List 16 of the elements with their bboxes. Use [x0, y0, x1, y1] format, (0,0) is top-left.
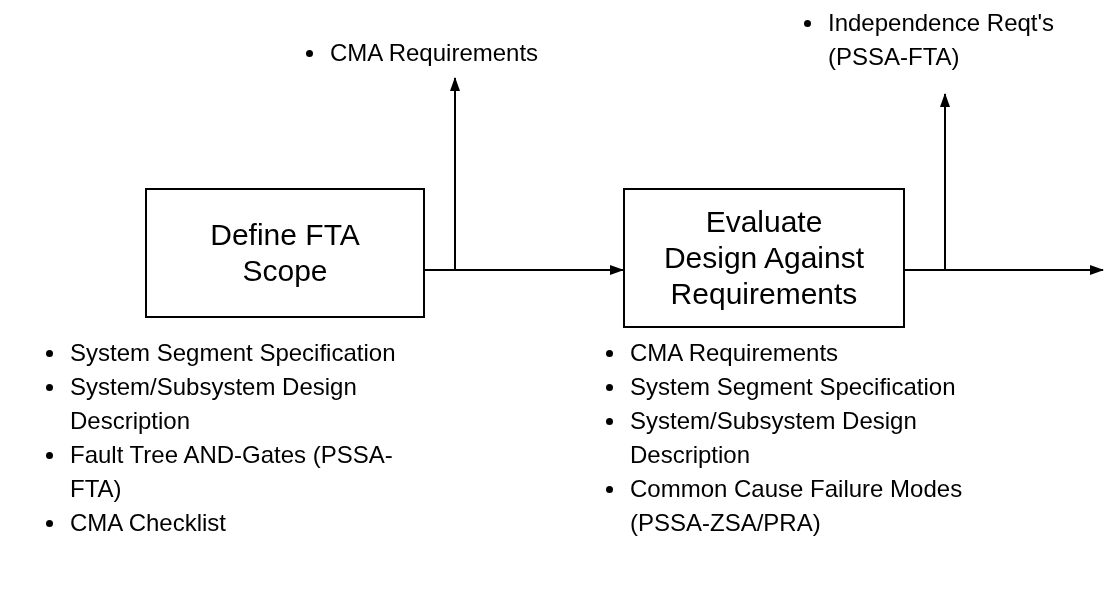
bullet-text: System/Subsystem Design Description	[630, 407, 917, 468]
process-box	[145, 188, 425, 318]
bullet-text: CMA Requirements	[630, 339, 839, 366]
box-label: Evaluate Design Against Requirements	[662, 204, 866, 312]
process-box	[623, 188, 905, 328]
box-label: Define FTA Scope	[209, 217, 361, 289]
bullet-text: Fault Tree AND-Gates (PSSA-FTA)	[70, 441, 393, 502]
bullet-text: System Segment Specification	[70, 339, 396, 366]
bullet-text: CMA Checklist	[70, 509, 227, 536]
bullet-text: System Segment Specification	[630, 373, 956, 400]
bullet-text: Independence Reqt's (PSSA-FTA)	[828, 9, 1055, 70]
bullet-text: CMA Requirements	[330, 39, 539, 66]
arrow	[904, 265, 1104, 275]
bullet-text: System/Subsystem Design Description	[70, 373, 357, 434]
bullet-text: Common Cause Failure Modes (PSSA-ZSA/PRA)	[630, 475, 963, 536]
arrow	[424, 77, 460, 271]
